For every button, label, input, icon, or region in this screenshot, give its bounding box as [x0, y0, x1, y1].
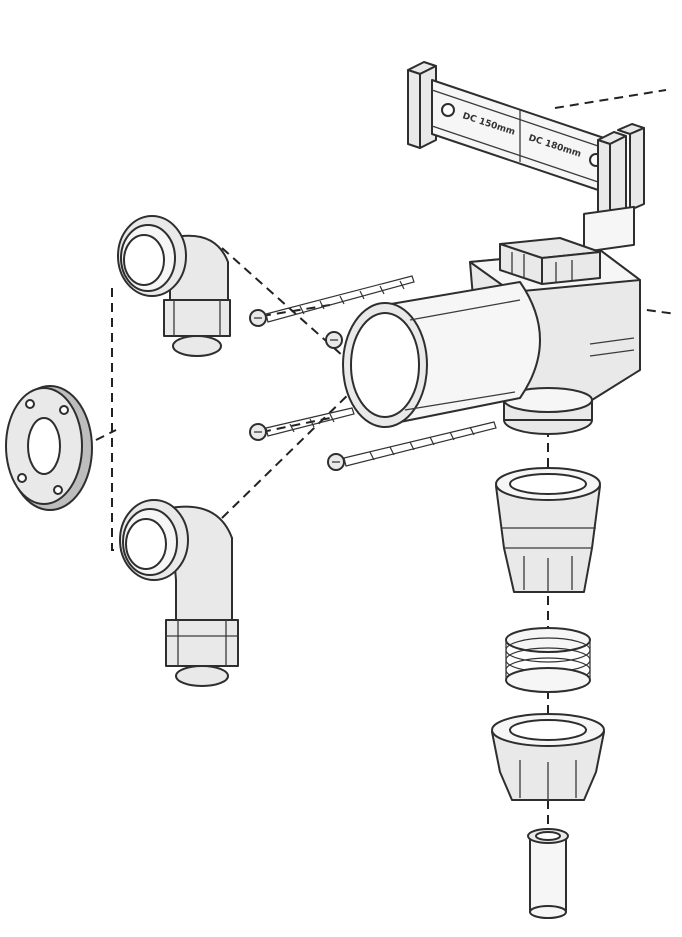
screw-3 — [249, 407, 355, 441]
mounting-bracket: DC 150mm DC 180mm — [407, 61, 645, 219]
union-nut — [491, 713, 605, 801]
screw-1 — [249, 275, 415, 327]
motor-housing — [342, 205, 641, 435]
screw-4 — [327, 421, 497, 471]
pipe-stub — [527, 828, 569, 919]
elbow-fitting-top — [117, 215, 231, 357]
screw-2 — [325, 331, 343, 349]
union-body — [495, 467, 601, 593]
elbow-fitting-bottom — [119, 499, 239, 687]
assembly-axis-lines — [95, 89, 677, 828]
flange-plate — [5, 385, 93, 511]
seal-spring — [505, 627, 591, 693]
